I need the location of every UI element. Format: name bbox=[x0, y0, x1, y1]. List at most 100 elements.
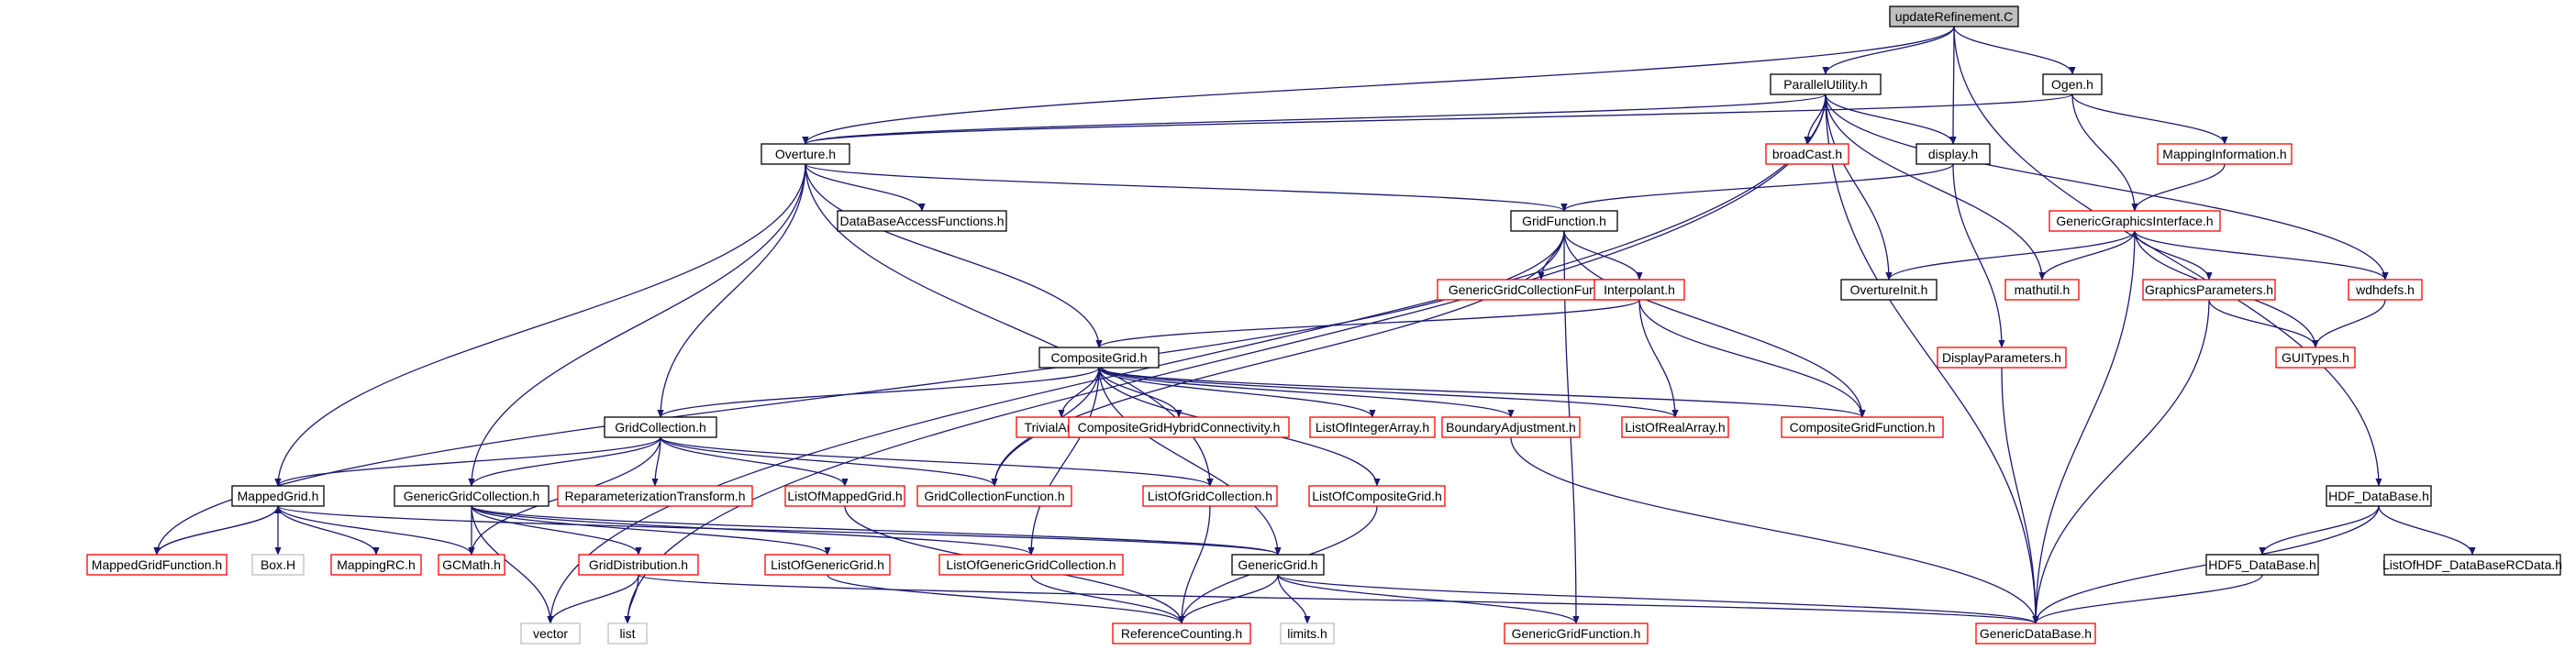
edge-boundary-adjustment-to-generic-data-base bbox=[1510, 436, 2039, 624]
node-hdf5-data-base[interactable]: HDF5_DataBase.h bbox=[2205, 554, 2319, 576]
node-box bbox=[251, 554, 305, 576]
node-box bbox=[837, 210, 1007, 232]
node-label: HDF_DataBase.h bbox=[2328, 489, 2429, 503]
node-broad-cast[interactable]: broadCast.h bbox=[1765, 143, 1849, 165]
node-box bbox=[1915, 143, 1991, 165]
node-box bbox=[557, 485, 753, 507]
node-box bbox=[784, 485, 905, 507]
node-list-of-real-array[interactable]: ListOfRealArray.h bbox=[1621, 416, 1729, 438]
node-list-of-generic-grid[interactable]: ListOfGenericGrid.h bbox=[764, 554, 891, 576]
node-box bbox=[1889, 6, 2019, 28]
node-box bbox=[1937, 347, 2067, 369]
edge-composite-grid-to-list-of-real-array bbox=[1098, 367, 1679, 418]
edge-grid-function-to-interpolant bbox=[1563, 230, 1643, 281]
edge-grid-collection-to-grid-collection-function bbox=[660, 436, 998, 487]
node-vector[interactable]: vector bbox=[520, 622, 581, 644]
node-box bbox=[2004, 279, 2080, 301]
node-label: HDF5_DataBase.h bbox=[2208, 557, 2316, 572]
node-grid-collection-function[interactable]: GridCollectionFunction.h bbox=[916, 485, 1072, 507]
edge-parallel-utility-to-overture bbox=[802, 94, 1827, 145]
node-generic-grid-collection-function[interactable]: GenericGridCollectionFunction.h bbox=[1437, 279, 1646, 301]
node-label: CompositeGridHybridConnectivity.h bbox=[1078, 420, 1281, 435]
node-label: GenericDataBase.h bbox=[1980, 626, 2092, 641]
node-label: MappedGrid.h bbox=[238, 489, 319, 503]
edge-overture-to-grid-collection bbox=[657, 163, 806, 418]
edge-mapping-information-to-generic-graphics-interface bbox=[2131, 163, 2226, 212]
edge-mapped-grid-to-gcmath bbox=[277, 505, 475, 556]
node-parallel-utility[interactable]: ParallelUtility.h bbox=[1770, 73, 1882, 95]
node-box bbox=[916, 485, 1072, 507]
node-generic-data-base[interactable]: GenericDataBase.h bbox=[1975, 622, 2096, 644]
node-list-of-hdf-data-base-rcdata[interactable]: ListOfHDF_DataBaseRCData.h bbox=[2382, 554, 2562, 576]
node-grid-distribution[interactable]: GridDistribution.h bbox=[578, 554, 699, 576]
edge-interpolant-to-composite-grid bbox=[1095, 299, 1640, 348]
edge-grid-collection-to-list-of-mapped-grid bbox=[660, 436, 849, 487]
node-box-h[interactable]: Box.H bbox=[251, 554, 305, 576]
node-display-parameters[interactable]: DisplayParameters.h bbox=[1937, 347, 2067, 369]
node-composite-grid[interactable]: CompositeGrid.h bbox=[1038, 347, 1160, 369]
edge-overture-to-data-base-access-functions bbox=[805, 163, 926, 212]
edge-composite-grid-to-composite-grid-function bbox=[1098, 367, 1866, 418]
node-reference-counting[interactable]: ReferenceCounting.h bbox=[1112, 622, 1251, 644]
edge-composite-grid-to-list-of-integer-array bbox=[1098, 367, 1376, 418]
node-label: GridFunction.h bbox=[1522, 214, 1606, 228]
edge-composite-grid-to-boundary-adjustment bbox=[1098, 367, 1515, 418]
edge-parallel-utility-to-generic-data-base bbox=[1825, 94, 2039, 624]
node-overture[interactable]: Overture.h bbox=[761, 143, 850, 165]
node-mapping-rc[interactable]: MappingRC.h bbox=[330, 554, 422, 576]
node-list-of-grid-collection[interactable]: ListOfGridCollection.h bbox=[1142, 485, 1278, 507]
node-limits[interactable]: limits.h bbox=[1280, 622, 1335, 644]
edge-grid-collection-to-mapped-grid bbox=[274, 436, 661, 487]
node-grid-collection[interactable]: GridCollection.h bbox=[604, 416, 717, 438]
edge-interpolant-to-composite-grid-function bbox=[1638, 299, 1866, 418]
edge-hdf-data-base-to-list-of-hdf-data-base-rcdata bbox=[2378, 505, 2476, 556]
node-composite-grid-hybrid-connectivity[interactable]: CompositeGridHybridConnectivity.h bbox=[1068, 416, 1290, 438]
node-label: GenericGrid.h bbox=[1238, 557, 1317, 572]
edge-composite-grid-to-composite-grid-hybrid-connectivity bbox=[1098, 367, 1183, 418]
node-list-of-integer-array[interactable]: ListOfIntegerArray.h bbox=[1309, 416, 1436, 438]
node-hdf-data-base[interactable]: HDF_DataBase.h bbox=[2326, 485, 2432, 507]
node-overture-init[interactable]: OvertureInit.h bbox=[1840, 279, 1938, 301]
node-interpolant[interactable]: Interpolant.h bbox=[1593, 279, 1685, 301]
edge-generic-graphics-interface-to-wdhdefs bbox=[2134, 230, 2389, 281]
node-generic-grid[interactable]: GenericGrid.h bbox=[1231, 554, 1325, 576]
node-label: vector bbox=[533, 626, 568, 641]
node-composite-grid-function[interactable]: CompositeGridFunction.h bbox=[1781, 416, 1944, 438]
node-label: ListOfMappedGrid.h bbox=[787, 489, 902, 503]
node-generic-grid-collection[interactable]: GenericGridCollection.h bbox=[394, 485, 550, 507]
edge-grid-collection-to-list-of-grid-collection bbox=[660, 436, 1214, 487]
edge-generic-graphics-interface-to-graphics-parameters bbox=[2134, 230, 2213, 281]
node-generic-graphics-interface[interactable]: GenericGraphicsInterface.h bbox=[2049, 210, 2221, 232]
node-list-of-composite-grid[interactable]: ListOfCompositeGrid.h bbox=[1308, 485, 1446, 507]
node-mapped-grid[interactable]: MappedGrid.h bbox=[231, 485, 325, 507]
node-mathutil[interactable]: mathutil.h bbox=[2004, 279, 2080, 301]
node-list-of-generic-grid-collection[interactable]: ListOfGenericGridCollection.h bbox=[938, 554, 1124, 576]
node-label: Ogen.h bbox=[2051, 77, 2093, 92]
node-guitypes[interactable]: GUITypes.h bbox=[2275, 347, 2356, 369]
edge-composite-grid-to-grid-collection bbox=[657, 367, 1100, 418]
node-reparameterization-transform[interactable]: ReparameterizationTransform.h bbox=[557, 485, 753, 507]
node-box bbox=[2157, 143, 2293, 165]
node-mapping-information[interactable]: MappingInformation.h bbox=[2157, 143, 2293, 165]
edge-hdf5-data-base-to-generic-data-base bbox=[2032, 574, 2263, 624]
edge-ogen-to-overture bbox=[802, 94, 2073, 145]
node-label: GraphicsParameters.h bbox=[2145, 282, 2273, 297]
node-gcmath[interactable]: GCMath.h bbox=[438, 554, 505, 576]
node-boundary-adjustment[interactable]: BoundaryAdjustment.h bbox=[1441, 416, 1581, 438]
node-ogen[interactable]: Ogen.h bbox=[2042, 73, 2103, 95]
node-list[interactable]: list bbox=[607, 622, 648, 644]
node-mapped-grid-function[interactable]: MappedGridFunction.h bbox=[86, 554, 228, 576]
node-label: GUITypes.h bbox=[2282, 350, 2349, 365]
node-wdhdefs[interactable]: wdhdefs.h bbox=[2348, 279, 2423, 301]
node-list-of-mapped-grid[interactable]: ListOfMappedGrid.h bbox=[784, 485, 905, 507]
edge-generic-grid-to-generic-data-base bbox=[1277, 574, 2039, 624]
node-generic-grid-function[interactable]: GenericGridFunction.h bbox=[1504, 622, 1649, 644]
node-graphics-parameters[interactable]: GraphicsParameters.h bbox=[2142, 279, 2276, 301]
node-data-base-access-functions[interactable]: DataBaseAccessFunctions.h bbox=[837, 210, 1007, 232]
edge-mapped-grid-function-to-mapped-grid bbox=[156, 505, 282, 556]
node-box bbox=[578, 554, 699, 576]
node-display[interactable]: display.h bbox=[1915, 143, 1991, 165]
node-grid-function[interactable]: GridFunction.h bbox=[1510, 210, 1618, 232]
node-label: GenericGraphicsInterface.h bbox=[2056, 214, 2213, 228]
